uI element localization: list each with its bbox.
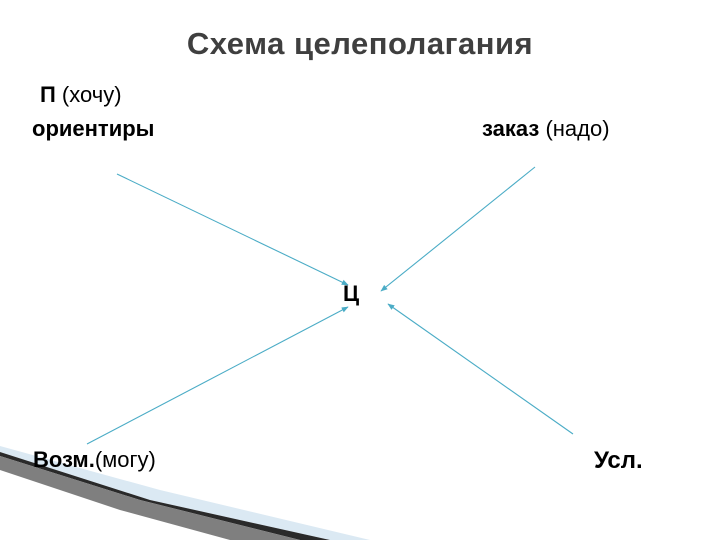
label-p-hochu: П (хочу) xyxy=(40,84,122,106)
label-zakaz: заказ xyxy=(482,116,540,141)
label-orientiry: ориентиры xyxy=(32,118,154,140)
label-hochu: (хочу) xyxy=(55,82,122,107)
label-vozm-mogu: Возм.(могу) xyxy=(33,449,156,471)
arrow-vozm-to-center xyxy=(86,306,349,445)
label-vozm: Возм. xyxy=(33,447,95,472)
label-usl: Усл. xyxy=(594,449,643,473)
arrow-zakaz-to-center xyxy=(380,166,536,292)
label-center-c: Ц xyxy=(343,283,359,305)
arrow-orientiry-to-center xyxy=(116,173,349,286)
slide-title: Схема целеполагания xyxy=(186,26,534,61)
arrow-usl-to-center xyxy=(387,303,574,435)
label-usl-text: Усл. xyxy=(594,447,643,474)
label-zakaz-nado: заказ (надо) xyxy=(482,118,610,140)
label-mogu: (могу) xyxy=(94,447,156,472)
label-p: П xyxy=(40,82,56,107)
label-orientiry-text: ориентиры xyxy=(32,116,155,141)
label-center-text: Ц xyxy=(343,281,360,306)
label-nado: (надо) xyxy=(539,116,610,141)
